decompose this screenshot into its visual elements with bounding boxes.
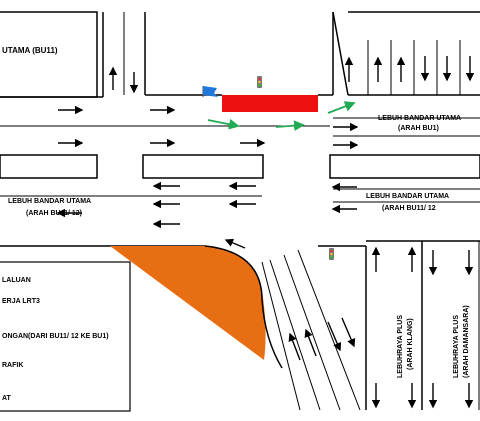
north-arm [102,12,334,97]
north-arrows [108,66,139,94]
south-diagonal-arrows [288,317,356,361]
legend-item-5: AT [2,395,12,402]
label-lbu-bu1-2: (ARAH BU1) [398,125,439,132]
label-lbu-bu11-right-1: LEBUH BANDAR UTAMA [366,193,449,200]
label-utama-bu11: UTAMA (BU11) [2,46,58,55]
traffic-light-icon [257,76,262,88]
label-plus-klang-1: LEBUHRAYA PLUS [397,315,404,378]
label-lbu-bu1-1: LEBUH BANDAR UTAMA [378,115,461,122]
label-plus-damansara-1: LEBUHRAYA PLUS [453,315,460,378]
legend-item-4: RAFIK [2,362,23,369]
label-lbu-bu11-right-2: (ARAH BU11/ 12 [382,205,436,212]
legend-item-3: ONGAN(DARI BU11/ 12 KE BU1) [2,333,109,340]
lebuhraya-plus [365,240,480,410]
eastbound-arrows-right [333,122,359,150]
diversion-area [110,246,266,360]
traffic-light-lower-icon [329,248,334,260]
label-plus-klang-2: (ARAH KLANG) [407,318,414,370]
north-east-arm [332,11,480,96]
closure-block [222,95,318,112]
label-lbu-bu11-left-2: (ARAH BU11/ 12) [26,210,82,217]
label-plus-damansara-2: (ARAH DAMANSARA) [463,305,470,378]
label-lbu-bu11-left-1: LEBUH BANDAR UTAMA [8,198,91,205]
north-east-arrows [344,56,475,82]
flag-icon [202,86,218,97]
eastbound-arrows [58,105,266,148]
main-road [0,96,480,247]
legend-item-2: ERJA LRT3 [2,298,40,305]
diversion-arrows [207,101,356,132]
westbound-arrows [56,181,357,249]
plus-arrows [371,246,474,409]
block-top-left: UTAMA (BU11) [0,11,98,98]
legend-item-1: LALUAN [2,277,31,284]
legend-box: LALUAN ERJA LRT3 ONGAN(DARI BU11/ 12 KE … [0,261,131,412]
